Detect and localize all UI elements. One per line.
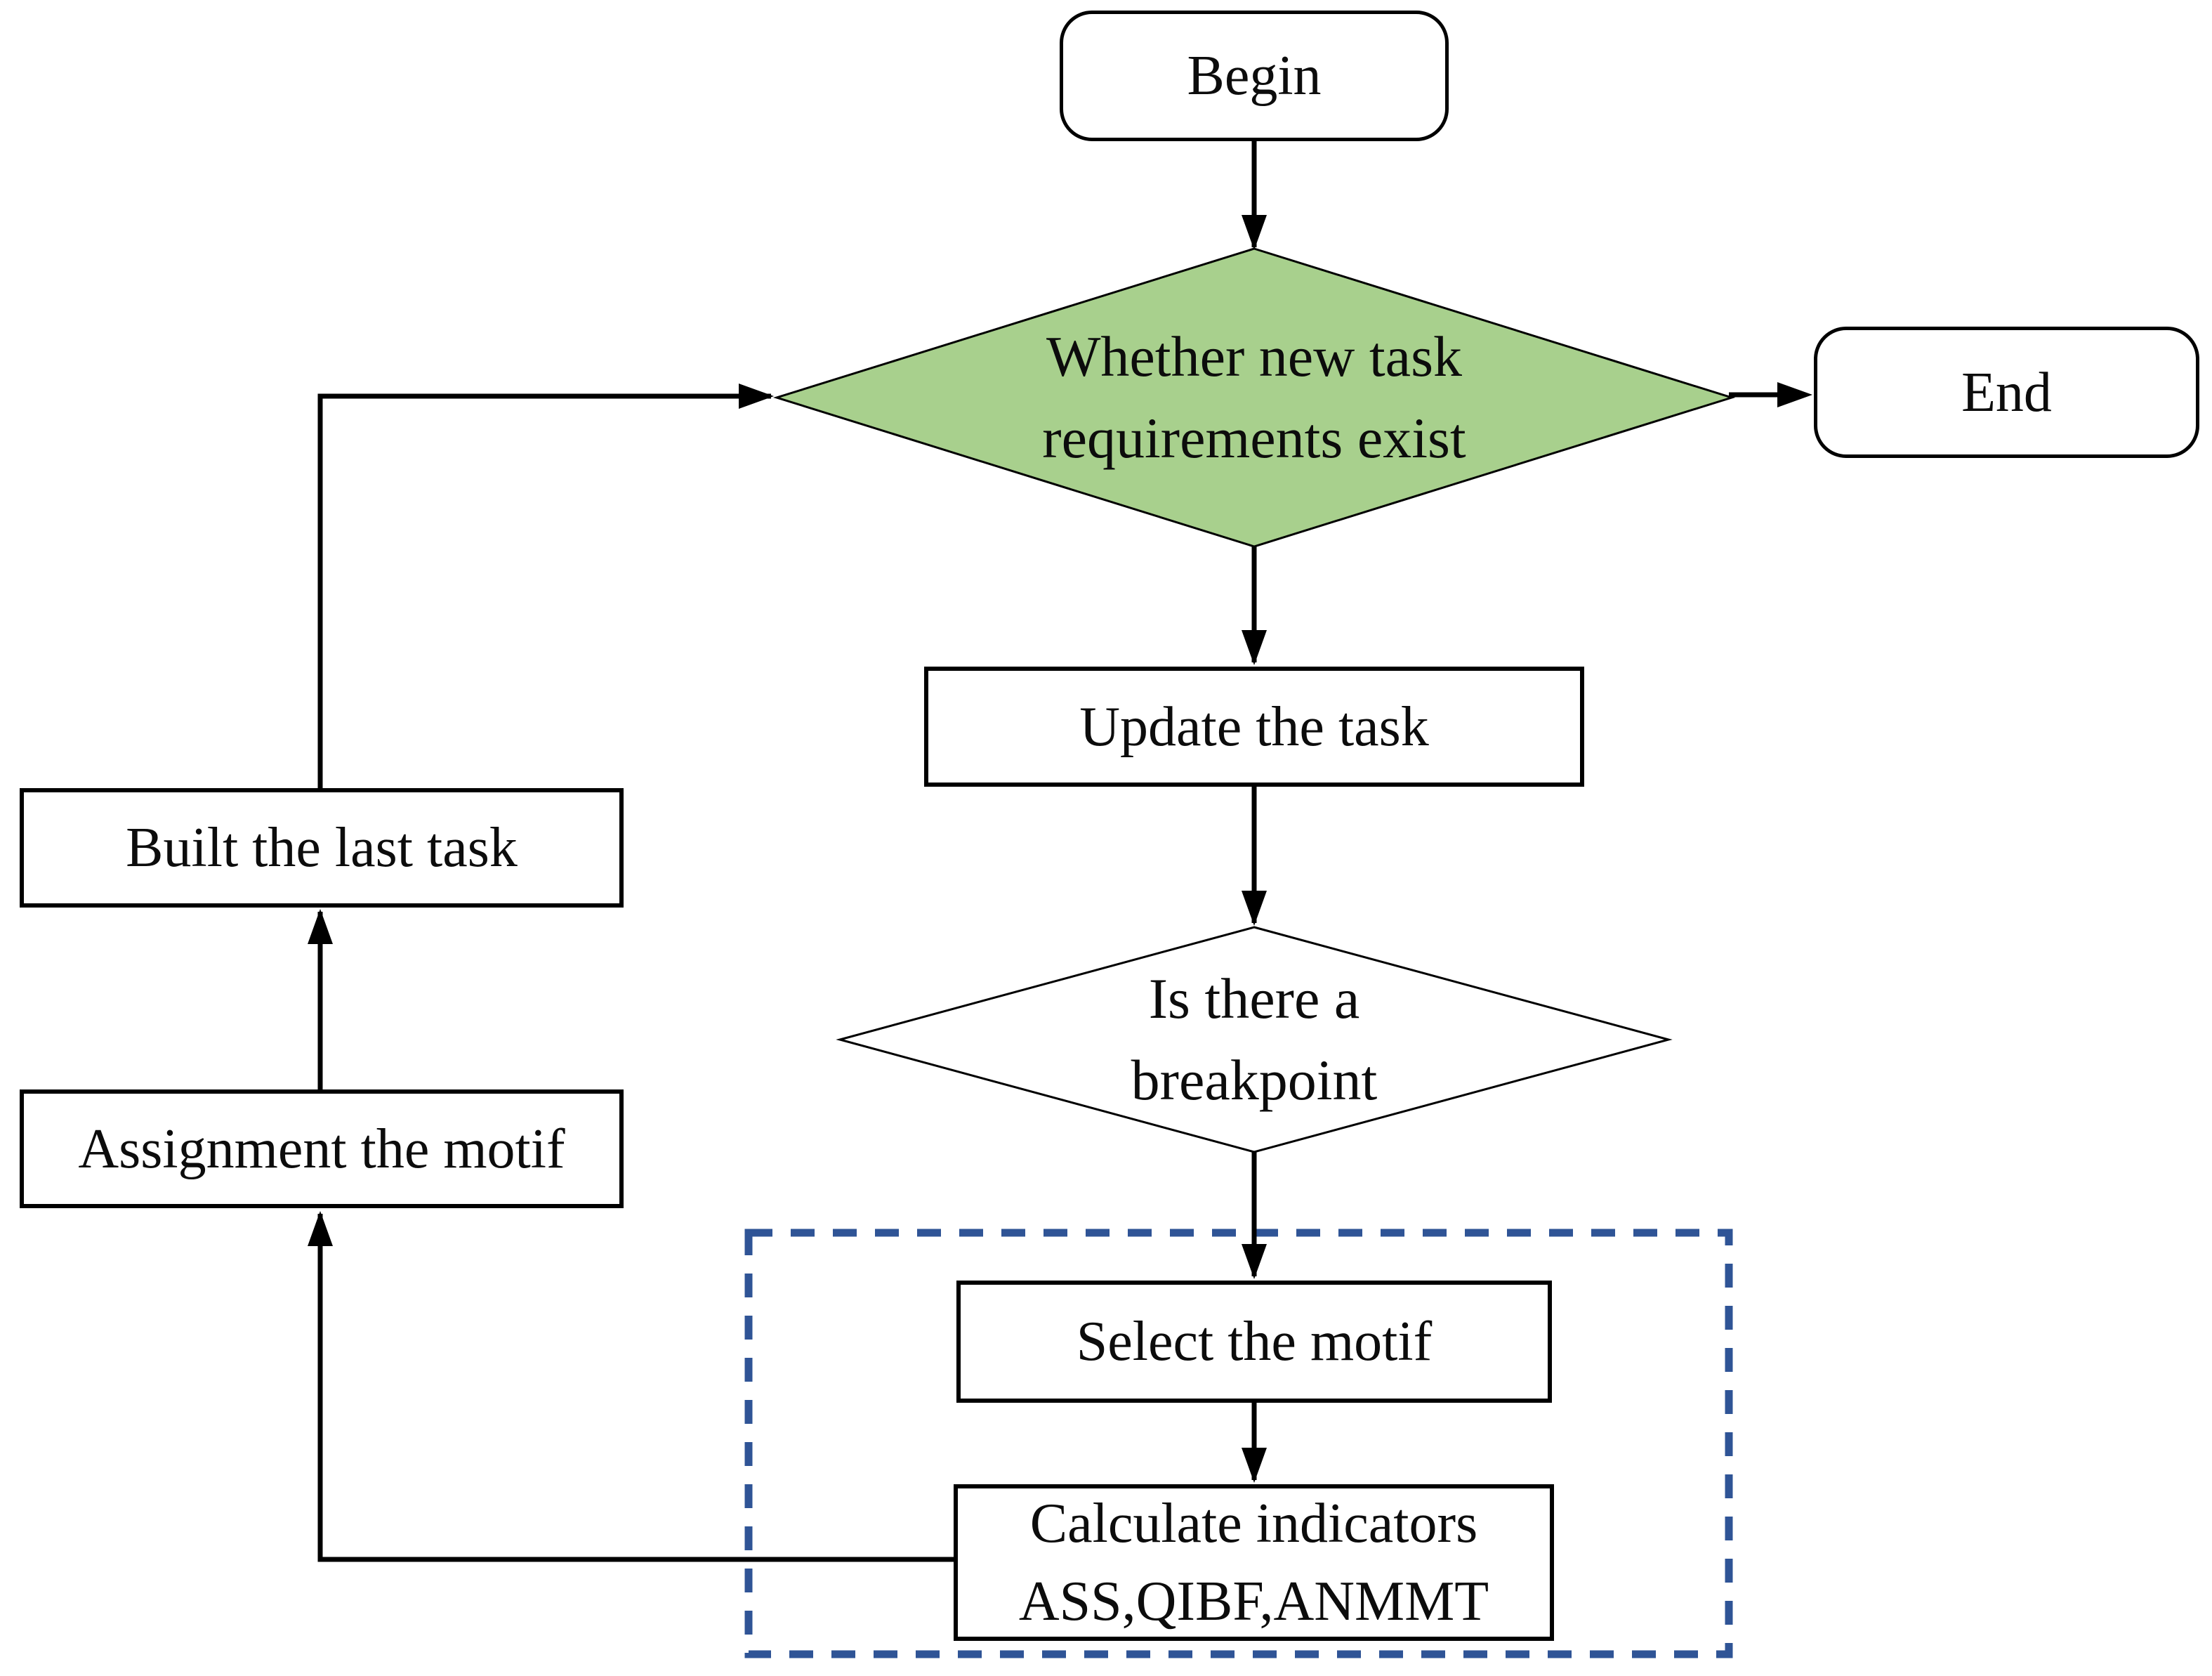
- decision-new-task-label: Whether new task requirements exist: [847, 291, 1661, 504]
- arrowhead-into-assignment: [308, 1211, 333, 1246]
- arrowhead-into-new-task-decision: [1242, 215, 1267, 250]
- select-motif-node: Select the motif: [956, 1281, 1552, 1403]
- assignment-motif-label: Assignment the motif: [78, 1118, 565, 1180]
- select-motif-label: Select the motif: [1076, 1311, 1433, 1373]
- dashed-region-border: [744, 1229, 1733, 1658]
- decision-breakpoint-label: Is there a breakpoint: [910, 945, 1598, 1134]
- decision-new-task-line1: Whether new task: [1046, 324, 1462, 388]
- built-last-task-label: Built the last task: [126, 817, 518, 879]
- arrowhead-into-calculate: [1242, 1448, 1267, 1483]
- arrowhead-into-select-motif: [1242, 1244, 1267, 1279]
- begin-node: Begin: [1060, 11, 1449, 141]
- arrowhead-into-breakpoint-decision: [1242, 891, 1267, 926]
- arrowhead-into-end: [1777, 382, 1812, 407]
- update-task-label: Update the task: [1079, 695, 1429, 758]
- arrowhead-into-update-task: [1242, 630, 1267, 665]
- connector-calculate-to-assignment: [317, 1214, 954, 1562]
- calculate-indicators-line1: Calculate indicators: [1029, 1493, 1478, 1555]
- arrowhead-into-decision-left: [739, 384, 774, 409]
- calculate-indicators-line2: ASS,QIBF,ANMMT: [1018, 1570, 1489, 1632]
- end-label: End: [1961, 361, 2052, 424]
- calculate-indicators-node: Calculate indicators ASS,QIBF,ANMMT: [954, 1484, 1554, 1641]
- assignment-motif-node: Assignment the motif: [20, 1089, 624, 1208]
- connector-built-to-decision: [317, 393, 771, 788]
- built-last-task-node: Built the last task: [20, 788, 624, 908]
- arrowhead-into-built: [308, 909, 333, 944]
- update-task-node: Update the task: [924, 667, 1584, 787]
- end-node: End: [1814, 327, 2199, 458]
- begin-label: Begin: [1187, 45, 1322, 107]
- decision-breakpoint-line2: breakpoint: [1131, 1048, 1378, 1112]
- decision-breakpoint-line1: Is there a: [1148, 966, 1360, 1030]
- decision-new-task-line2: requirements exist: [1042, 406, 1466, 470]
